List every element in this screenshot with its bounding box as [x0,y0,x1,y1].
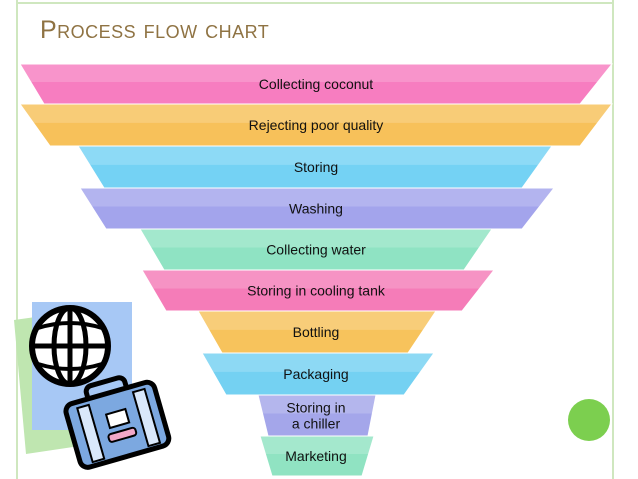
step-label: Packaging [283,366,348,382]
frame-right-line [612,0,614,479]
funnel-band-highlight [140,229,492,248]
step-label: Storing in [286,400,345,416]
funnel-band-highlight [20,64,612,82]
funnel-band-highlight [198,311,436,330]
decorative-dot [568,399,610,441]
slide-title: Process flow chart [40,16,270,44]
funnel-band-highlight [258,395,376,414]
step-label: Storing in cooling tank [247,283,386,299]
funnel-band [79,187,556,230]
briefcase-icon [63,375,172,470]
frame-left-line [16,0,18,479]
funnel-band-highlight [202,353,434,372]
clipart [14,302,172,470]
step-label: Storing [294,159,338,175]
funnel-band-highlight [78,146,552,165]
step-label: Bottling [293,324,340,340]
globe-icon [29,305,111,387]
step-label: Collecting coconut [259,76,374,92]
funnel-band [141,269,496,312]
funnel-band [19,103,614,147]
step-label: a chiller [292,416,341,432]
funnel-band-highlight [20,104,612,123]
funnel-band-highlight [142,270,494,289]
step-label: Rejecting poor quality [249,117,384,133]
funnel-band-highlight [80,188,554,207]
step-label: Washing [289,201,343,217]
funnel-band-highlight [260,436,374,454]
funnel-band [201,352,435,396]
frame-top-line [16,2,614,4]
step-label: Collecting water [266,242,366,258]
step-label: Marketing [285,448,346,464]
funnel-band [259,435,375,477]
